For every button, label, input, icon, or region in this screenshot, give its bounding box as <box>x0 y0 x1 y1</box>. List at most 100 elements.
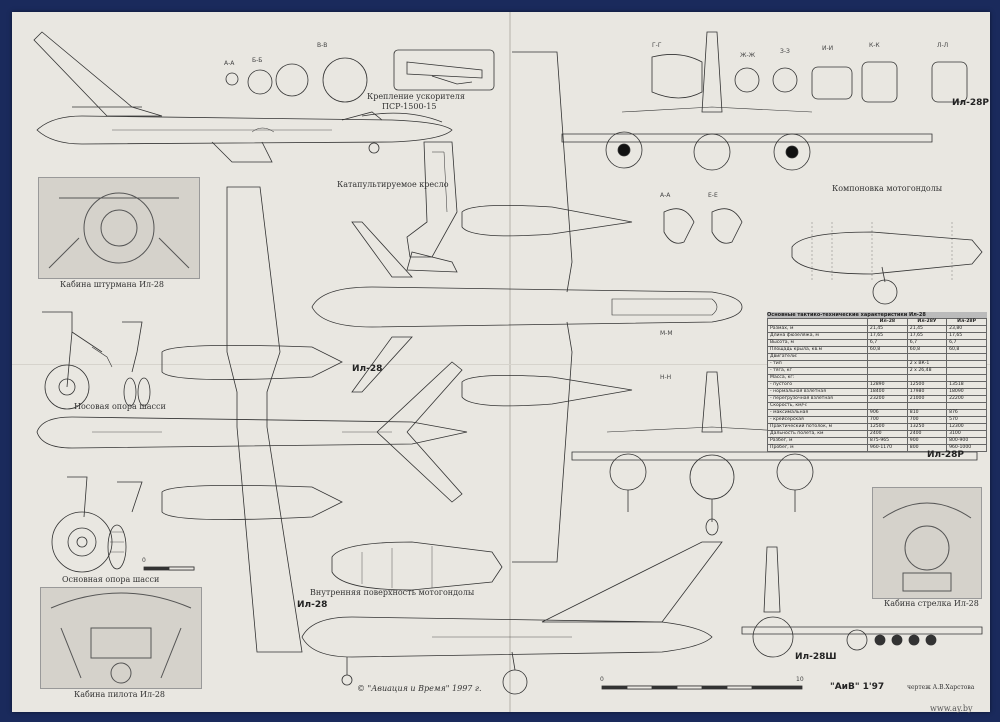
main-gear-caption: Основная опора шасси <box>62 575 160 584</box>
spec-table-cell <box>866 360 908 368</box>
il28sh-side-view <box>301 541 723 695</box>
spec-table-row: Двигатели: <box>767 353 987 361</box>
spec-table-cell: 570 <box>946 416 987 424</box>
spec-table-cell: 17,65 <box>906 332 948 340</box>
fold-line <box>509 12 511 712</box>
nose-gear-caption: Носовая опора шасси <box>74 402 166 411</box>
scale-bar-bottom <box>601 685 803 690</box>
section-label: Ж-Ж <box>740 52 756 59</box>
spec-table-cell: 17,65 <box>946 332 987 340</box>
spec-table-cell <box>946 367 987 375</box>
spec-table-cell: 876 <box>946 409 987 417</box>
booster-caption-2: ПСР-1500-15 <box>382 102 437 111</box>
spec-table-cell: Высота, м <box>767 339 868 347</box>
copyright-caption: © "Авиация и Время" 1997 г. <box>357 684 482 693</box>
spec-header-cell: Ил-28У <box>906 318 948 326</box>
section-label: К-К <box>869 42 880 49</box>
section-label: Л-Л <box>937 42 949 49</box>
spec-header-cell: Ил-28 <box>866 318 908 326</box>
nacelle-inner-drawing <box>331 541 503 591</box>
section-label: Е-Е <box>708 192 718 199</box>
navigator-cockpit-caption: Кабина штурмана Ил-28 <box>60 280 165 289</box>
spec-table-cell: 2 х 26,48 <box>906 367 948 375</box>
issue-label: "АиВ" 1'97 <box>830 682 885 692</box>
spec-table-cell: 800-900 <box>946 437 987 445</box>
spec-table-cell <box>946 374 987 382</box>
model-label-il28r: Ил-28Р <box>952 98 989 108</box>
spec-table-cell: 960-1170 <box>866 444 908 452</box>
fuselage-sections-top <box>225 57 368 103</box>
spec-table-cell: 2400 <box>906 430 948 438</box>
spec-table-cell: 2 х ВК-1 <box>906 360 948 368</box>
spec-table-cell: - перегрузочная взлетная <box>767 395 868 403</box>
nacelle-layout-drawing <box>791 222 983 305</box>
spec-table-cell: 23,80 <box>946 325 987 333</box>
spec-table-cell: 23200 <box>866 395 908 403</box>
il28-side-view-top <box>33 31 453 163</box>
main-gear-drawings <box>51 476 143 573</box>
spec-table-cell: - тяга, кг <box>767 367 868 375</box>
spec-table-cell: 875-965 <box>866 437 908 445</box>
navigator-cockpit-image <box>48 192 190 269</box>
il28r-front-view-top <box>561 31 933 171</box>
scale-ten: 10 <box>796 676 804 683</box>
gunner-cockpit-caption: Кабина стрелка Ил-28 <box>884 599 979 608</box>
section-label: И-И <box>822 45 834 52</box>
spec-table-cell: 12300 <box>946 423 987 431</box>
spec-table-row: - тяга, кг 2 х 26,48 <box>767 367 987 375</box>
spec-table-cell <box>906 374 948 382</box>
section-label: Б-Б <box>252 57 263 64</box>
section-label: В-В <box>317 42 328 49</box>
spec-table-cell: 12890 <box>866 381 908 389</box>
spec-table-cell <box>906 353 948 361</box>
spec-table-cell: Практический потолок, м <box>767 423 868 431</box>
spec-table-cell: 12500 <box>866 423 908 431</box>
spec-header-cell <box>767 318 868 326</box>
section-label: Г-Г <box>652 42 662 49</box>
watermark: www.ay.by <box>930 704 973 713</box>
spec-table-cell: 17,65 <box>866 332 908 340</box>
nacelle-layout-caption: Компоновка мотогондолы <box>832 184 943 193</box>
spec-table-cell: Двигатели: <box>767 353 868 361</box>
scale-zero-bottom: 0 <box>600 676 604 683</box>
spec-table-cell: Длина фюзеляжа, м <box>767 332 868 340</box>
spec-table-cell: 3100 <box>946 430 987 438</box>
spec-table-cell: - нормальная взлетная <box>767 388 868 396</box>
model-label-il28: Ил-28 <box>297 600 328 610</box>
spec-table-cell: 700 <box>906 416 948 424</box>
spec-table-cell <box>866 402 908 410</box>
drawn-by-label: чертеж А.В.Харстова <box>907 684 975 691</box>
scale-zero: 0 <box>142 557 146 564</box>
spec-table-cell: 810 <box>906 409 948 417</box>
gunner-cockpit-photo <box>872 487 982 599</box>
sections-right-top <box>651 54 968 103</box>
spec-table-title: Основные тактико-технические характерист… <box>767 312 987 318</box>
spec-table-cell: Площадь крыла, кв.м <box>767 346 868 354</box>
nacelle-inner-caption: Внутренняя поверхность мотогондолы <box>310 588 475 597</box>
model-label-il28r: Ил-28Р <box>927 450 964 460</box>
specifications-table: Основные тактико-технические характерист… <box>767 312 987 452</box>
spec-table-cell: 18400 <box>866 388 908 396</box>
spec-table-cell: 13250 <box>906 423 948 431</box>
spec-table-cell: Размах, м <box>767 325 868 333</box>
spec-table-cell: 60,8 <box>946 346 987 354</box>
section-label: Н-Н <box>660 374 672 381</box>
navigator-cockpit-photo <box>38 177 200 279</box>
spec-table-cell: Масса, кг: <box>767 374 868 382</box>
technical-drawings <box>33 31 983 695</box>
pilot-cockpit-photo <box>40 587 202 689</box>
spec-table-cell: 60,8 <box>906 346 948 354</box>
section-label: А-А <box>660 192 671 199</box>
spec-table-cell: 21,45 <box>866 325 908 333</box>
section-label: А-А <box>224 60 235 67</box>
section-label: М-М <box>660 330 673 337</box>
spec-table-cell: 60,8 <box>866 346 908 354</box>
drawing-sheet: Основные тактико-технические характерист… <box>12 12 990 713</box>
